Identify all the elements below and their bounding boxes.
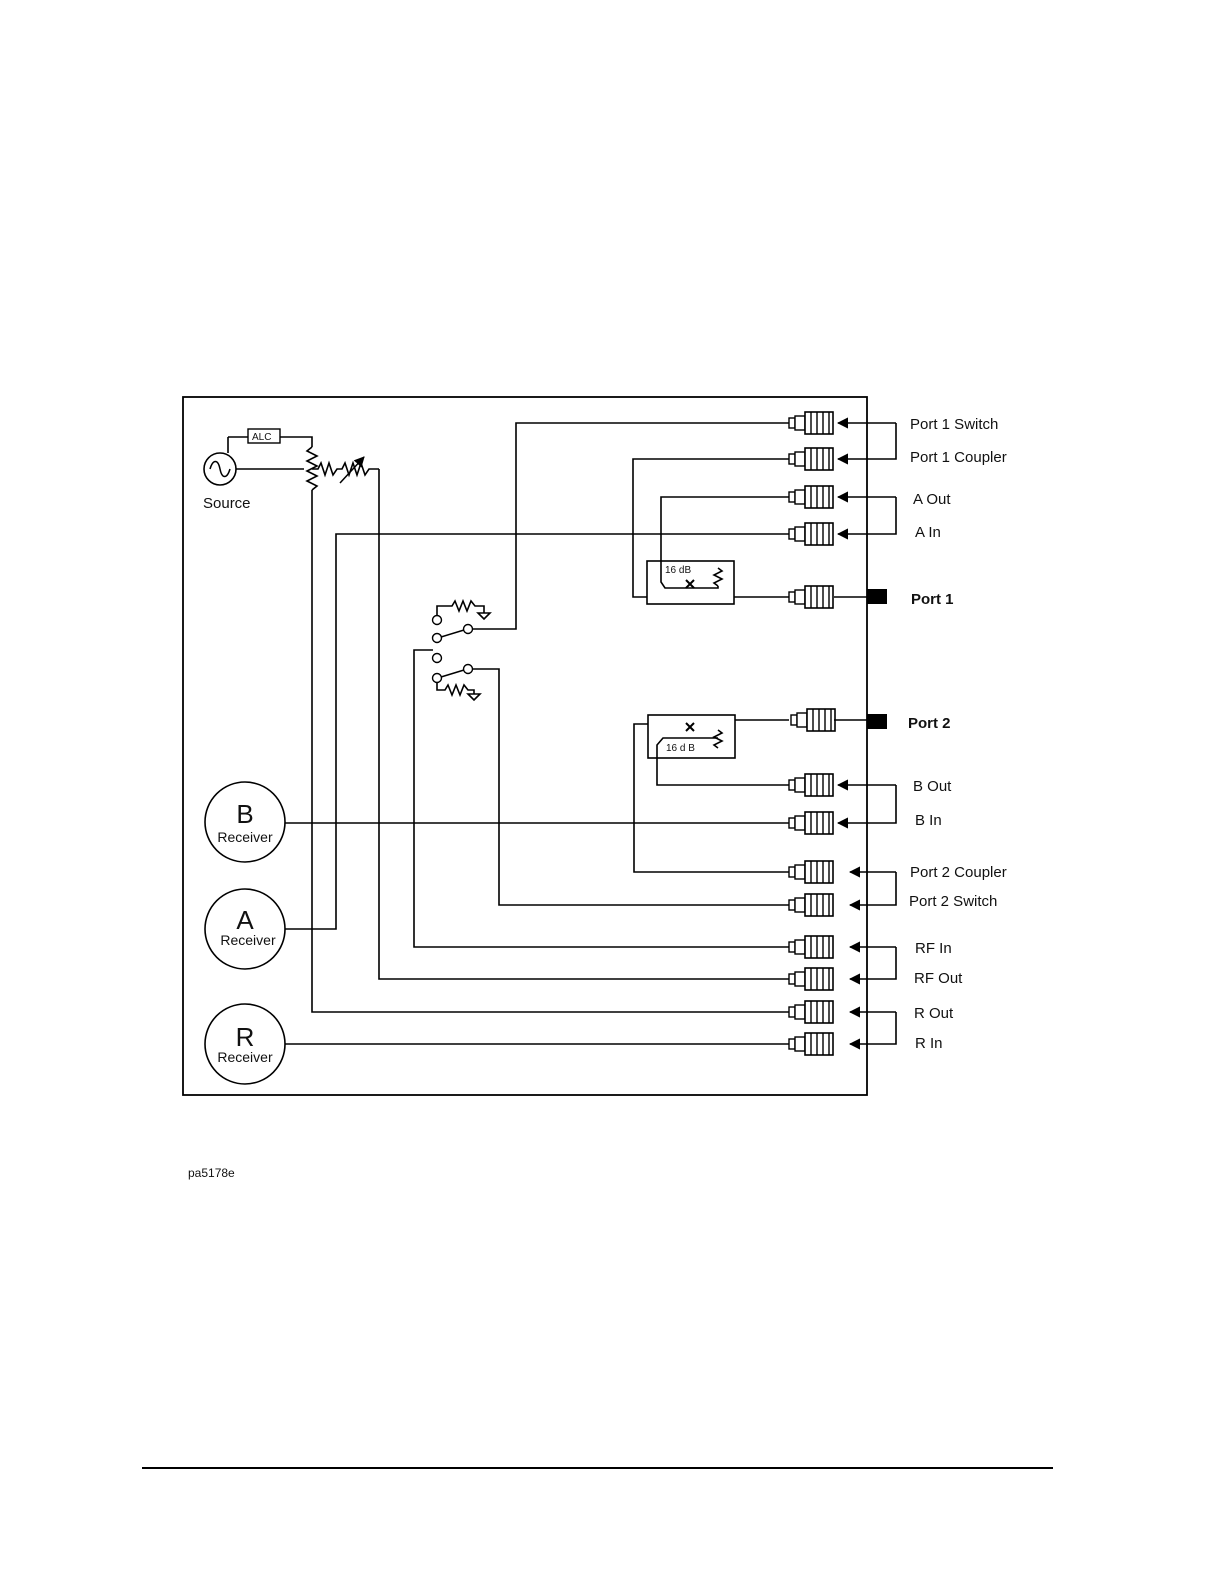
source-generator: Source [203, 453, 251, 512]
connector-b-out[interactable] [789, 774, 833, 796]
test-set-enclosure [183, 397, 867, 1095]
connector-port1-coupler[interactable] [789, 448, 833, 470]
connector-rf-in[interactable] [789, 936, 833, 958]
source-label: Source [203, 495, 251, 512]
receiver-r-label: Receiver [217, 1049, 273, 1065]
receiver-r-letter: R [236, 1022, 255, 1052]
coupler-port1-attenuation: 16 dB [665, 565, 691, 576]
connector-port2-coupler[interactable] [789, 861, 833, 883]
receiver-b-letter: B [236, 799, 253, 829]
connector-rf-out[interactable] [789, 968, 833, 990]
label-rf-in: RF In [915, 940, 952, 957]
alc-loop: ALC [228, 429, 379, 490]
coupler-port2-attenuation: 16 d B [666, 743, 695, 754]
label-b-out: B Out [913, 778, 952, 795]
connector-labels: Port 1 Switch Port 1 Coupler A Out A In … [908, 416, 1007, 1052]
label-port1-coupler: Port 1 Coupler [910, 449, 1007, 466]
label-port-1: Port 1 [911, 591, 954, 608]
coupler-port1: 16 dB [647, 561, 734, 604]
connector-port-2[interactable] [791, 709, 835, 731]
label-rf-out: RF Out [914, 970, 963, 987]
connector-r-in[interactable] [789, 1033, 833, 1055]
connector-a-out[interactable] [789, 486, 833, 508]
coupler-port1-resistor-icon [714, 568, 722, 586]
receiver-a-letter: A [236, 905, 254, 935]
label-port2-switch: Port 2 Switch [909, 893, 997, 910]
connector-port-1[interactable] [789, 586, 833, 608]
connector-r-out[interactable] [789, 1001, 833, 1023]
connector-port2-switch[interactable] [789, 894, 833, 916]
label-r-out: R Out [914, 1005, 954, 1022]
footer-rule [142, 1467, 1053, 1469]
connector-port1-switch[interactable] [789, 412, 833, 434]
coupler-port2-resistor-icon [714, 730, 722, 748]
alc-label: ALC [252, 432, 271, 443]
receiver-b: B Receiver [205, 782, 285, 862]
receiver-a-label: Receiver [220, 932, 276, 948]
attenuator-resistor-icon [312, 463, 379, 475]
receiver-b-label: Receiver [217, 829, 273, 845]
connector-a-in[interactable] [789, 523, 833, 545]
port-2-terminal[interactable] [867, 714, 887, 729]
port-1-terminal[interactable] [867, 589, 887, 604]
label-b-in: B In [915, 812, 942, 829]
receiver-r: R Receiver [205, 1004, 285, 1084]
label-r-in: R In [915, 1035, 943, 1052]
connector-b-in[interactable] [789, 812, 833, 834]
label-port-2: Port 2 [908, 715, 951, 732]
label-port2-coupler: Port 2 Coupler [910, 864, 1007, 881]
transfer-switch [433, 601, 491, 700]
coupler-port2: 16 d B [648, 715, 735, 758]
label-port1-switch: Port 1 Switch [910, 416, 998, 433]
variable-attenuator-arrow-icon [340, 457, 364, 483]
connector-layer [789, 412, 835, 1055]
label-a-out: A Out [913, 491, 951, 508]
receiver-a: A Receiver [205, 889, 285, 969]
label-a-in: A In [915, 524, 941, 541]
wiring [285, 423, 789, 1044]
figure-id: pa5178e [188, 1166, 235, 1180]
